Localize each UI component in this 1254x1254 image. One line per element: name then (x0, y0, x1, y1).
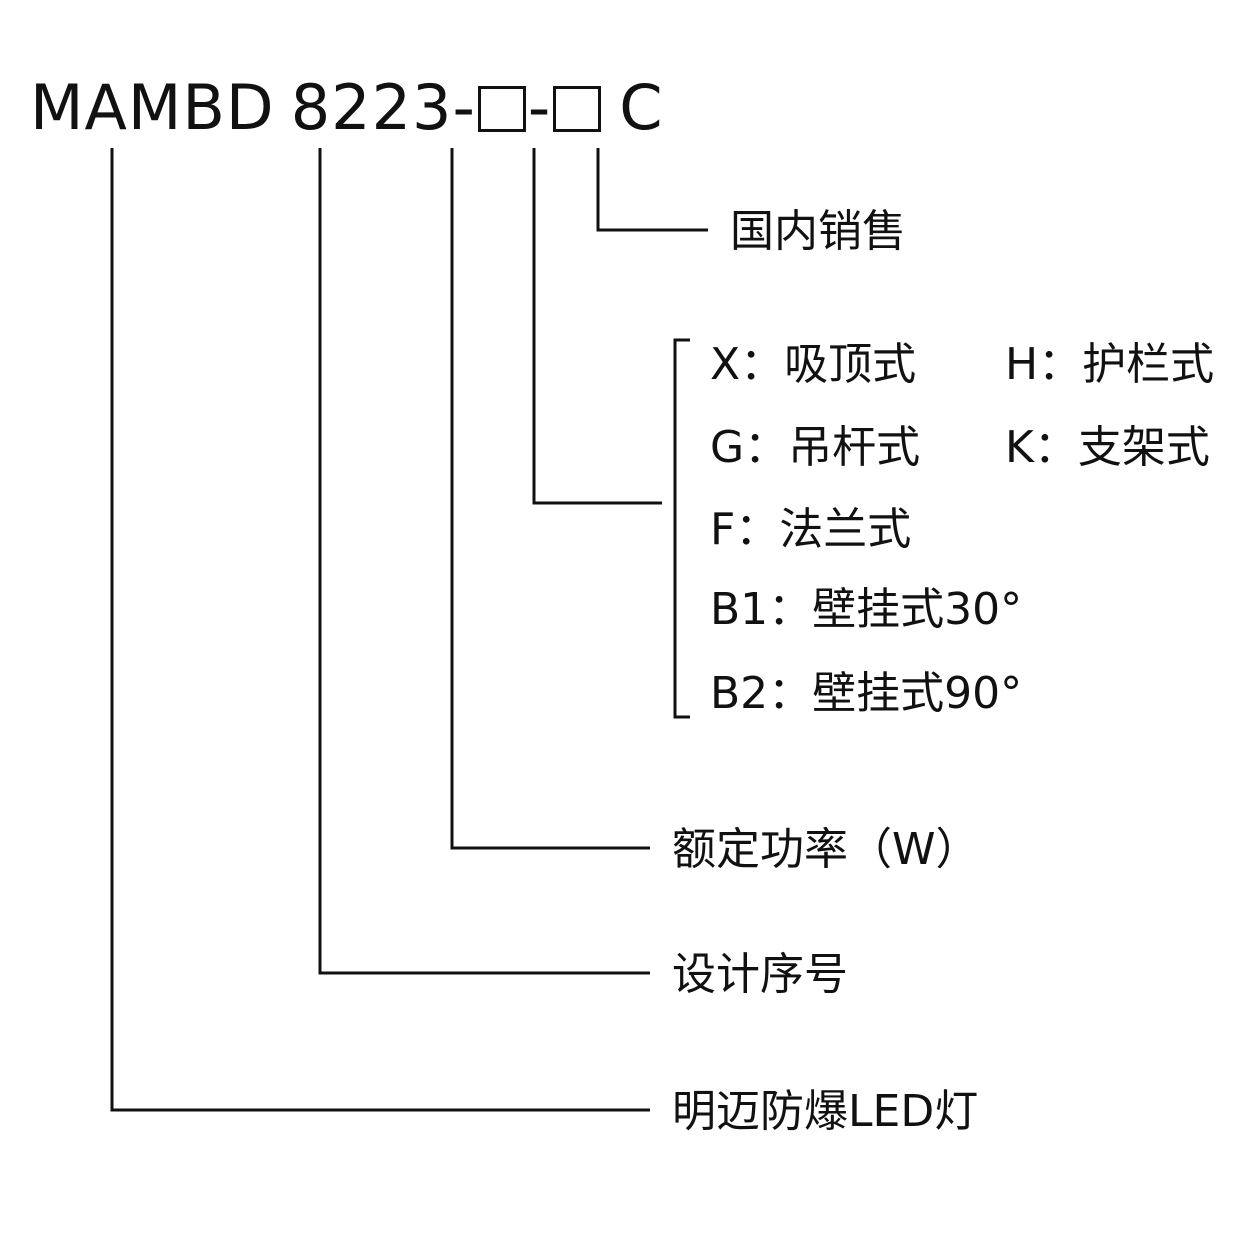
power-placeholder-box (477, 86, 526, 132)
label-design-serial: 设计序号 (672, 949, 848, 1000)
model-series: 8223- (290, 70, 476, 144)
mount-option-k: K：支架式 (1005, 422, 1210, 473)
label-rated-power: 额定功率（W） (672, 824, 980, 875)
connector-domestic (596, 148, 708, 232)
connector-power (450, 148, 650, 850)
mount-option-g: G：吊杆式 (710, 422, 921, 473)
mount-placeholder-box (553, 86, 602, 132)
mount-bracket (673, 338, 690, 719)
label-domestic: 国内销售 (730, 206, 906, 257)
mount-option-x: X：吸顶式 (710, 339, 917, 390)
label-product-name: 明迈防爆LED灯 (672, 1086, 979, 1137)
mount-option-b1: B1：壁挂式30° (710, 584, 1023, 635)
model-prefix: MAMBD (30, 70, 275, 144)
mount-option-f: F：法兰式 (710, 504, 912, 555)
mount-option-b2: B2：壁挂式90° (710, 668, 1023, 719)
connector-serial (318, 148, 650, 975)
model-suffix: C (619, 70, 664, 144)
mount-option-h: H：护栏式 (1005, 339, 1215, 390)
model-code: MAMBD 8223- - C (30, 62, 664, 152)
connector-product (110, 148, 650, 1112)
connector-mount (532, 148, 662, 505)
model-separator: - (527, 70, 552, 144)
